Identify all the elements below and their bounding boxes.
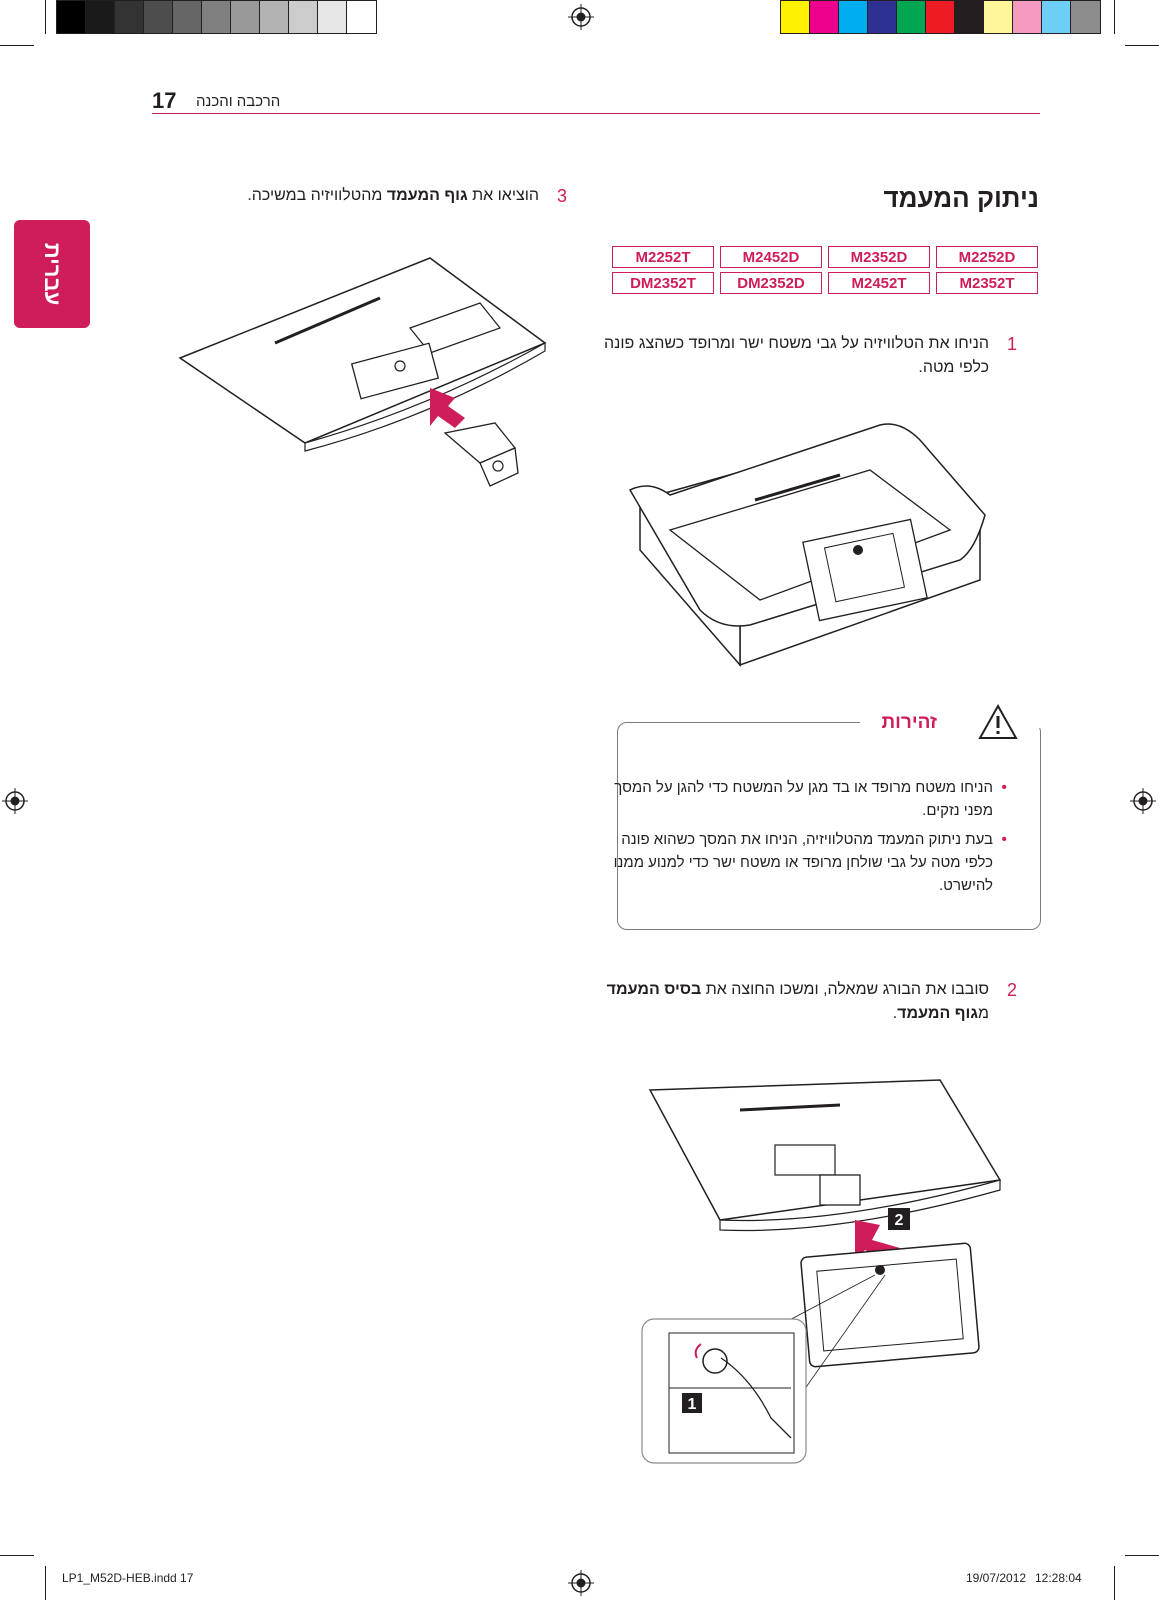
page-number: 17 [152,88,177,113]
color-swatch [955,1,984,33]
step-1: 1 הניחו את הטלוויזיה על גבי משטח ישר ומר… [599,332,1017,380]
language-tab: עברית [14,220,90,328]
crop-mark [1125,1555,1159,1556]
registration-mark-right [1130,788,1156,814]
crop-mark [1114,0,1115,34]
callout-two: 2 [895,1212,904,1229]
model-cell: M2452T [828,272,930,294]
crop-mark [45,1566,46,1600]
model-cell: M2352D [828,246,930,268]
color-swatch [57,1,86,33]
caution-bullet-text: בעת ניתוק המעמד מהטלוויזיה, הניחו את המס… [613,831,993,894]
model-cell: DM2352T [612,272,714,294]
model-cell: M2252D [936,246,1038,268]
model-cell: M2452D [720,246,822,268]
color-swatch [202,1,231,33]
color-swatch [926,1,955,33]
color-swatch [289,1,318,33]
color-swatch [1042,1,1071,33]
crop-mark [0,45,34,46]
footer-file: LP1_M52D-HEB.indd 17 [62,1571,194,1585]
color-swatch [231,1,260,33]
color-swatch [144,1,173,33]
section-title: ניתוק המעמד [883,183,1039,213]
crop-mark [1125,45,1159,46]
monitor-facedown-illustration [628,423,986,668]
process-color-bar [780,0,1101,34]
model-grid: M2252T M2452D M2352D M2252D DM2352T DM23… [612,246,1038,294]
stand-base-removal-illustration: 2 [648,1079,1002,1411]
step-2: 2 סובבו את הבורג שמאלה, ומשכו החוצה את ב… [606,980,1017,1022]
model-cell: M2252T [612,246,714,268]
color-swatch [86,1,115,33]
screw-detail-inset: 1 [641,1318,807,1464]
gray-color-bar [56,0,377,34]
step-number: 2 [1006,980,1017,1000]
language-tab-label: עברית [40,242,65,306]
color-swatch [868,1,897,33]
color-swatch [1013,1,1042,33]
color-swatch [839,1,868,33]
registration-mark-bottom [568,1570,594,1596]
color-swatch [318,1,347,33]
warning-triangle-icon [978,703,1018,739]
footer-date: 19/07/2012 [966,1571,1027,1585]
registration-mark-left [2,788,28,814]
crop-mark [1114,1566,1115,1600]
running-head: הרכבה והכנה [196,93,281,110]
stand-body-removal-illustration [178,257,547,487]
crop-mark [45,0,46,34]
color-swatch [173,1,202,33]
caution-box [617,722,1041,930]
caution-bullet: • הניחו משטח מרופד או בד מגן על המשטח כד… [614,779,1007,819]
step-3: 3 הוציאו את גוף המעמד מהטלוויזיה במשיכה. [247,186,567,206]
crop-mark [0,1555,34,1556]
step-number: 3 [556,186,567,206]
step-text: הניחו את הטלוויזיה על גבי משטח ישר ומרופ… [604,335,989,376]
footer-time: 12:28:04 [1035,1571,1082,1585]
color-swatch [115,1,144,33]
color-swatch [260,1,289,33]
model-cell: DM2352D [720,272,822,294]
color-swatch [1071,1,1100,33]
step-number: 1 [1006,334,1017,354]
registration-mark-top [568,4,594,30]
color-swatch [984,1,1013,33]
color-swatch [781,1,810,33]
model-cell: M2352T [936,272,1038,294]
callout-one: 1 [688,1396,697,1413]
color-swatch [347,1,376,33]
header-rule [152,113,1040,114]
color-swatch [897,1,926,33]
caution-bullet-text: הניחו משטח מרופד או בד מגן על המשטח כדי … [614,779,993,819]
color-swatch [810,1,839,33]
caution-title: זהירות [881,712,937,733]
caution-bullet: • בעת ניתוק המעמד מהטלוויזיה, הניחו את ה… [613,831,1007,894]
